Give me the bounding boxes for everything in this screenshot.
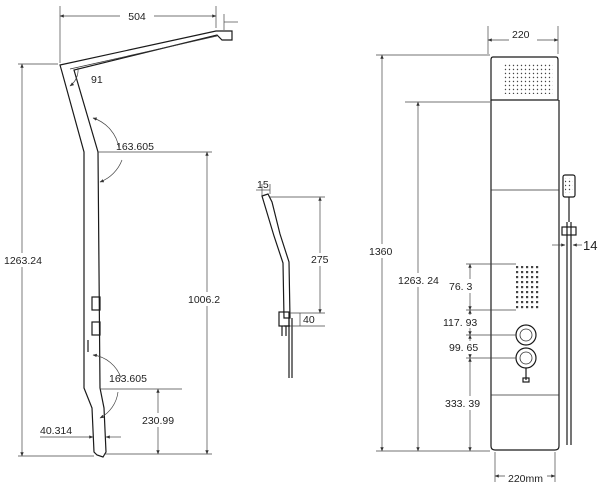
side-knob-lower — [91, 321, 101, 336]
front-jets-height-label: 76. 3 — [449, 281, 473, 293]
side-bottom-offset-label: 230.99 — [142, 415, 174, 427]
front-knob-upper — [515, 324, 537, 346]
side-upper-bend-label: 163.605 — [116, 141, 154, 153]
hand-length-label: 275 — [311, 254, 329, 266]
angle-arc-upper-2 — [99, 159, 123, 183]
front-view: 220 — [367, 26, 597, 485]
front-knob-lower — [515, 347, 537, 369]
side-lower-bend-label: 163.605 — [109, 373, 147, 385]
front-shower-head — [490, 56, 559, 101]
hand-holder-height-label: 40 — [303, 314, 315, 326]
hand-shower-view: 15 275 40 — [256, 179, 330, 378]
angle-arc-lower-2 — [99, 391, 119, 419]
side-total-height-label: 1263.24 — [4, 255, 42, 267]
front-jet-to-knob-label: 117. 93 — [443, 317, 477, 329]
side-bottom-width-label: 40.314 — [40, 425, 72, 437]
side-panel-outline — [59, 30, 233, 458]
side-top-width-label: 504 — [128, 11, 146, 23]
angle-arc-lower — [92, 353, 122, 379]
side-lower-height-label: 1006.2 — [188, 294, 220, 306]
front-knob-spacing-label: 99. 65 — [449, 342, 478, 354]
body-jets — [516, 264, 540, 310]
hand-top-width-label: 15 — [257, 179, 269, 191]
hand-shower-nozzles — [565, 178, 573, 193]
side-view: 504 91 1263.24 163.605 1006.2 163.605 23… — [3, 6, 238, 458]
arm-inner-line — [69, 35, 218, 70]
spout-tip — [522, 377, 530, 383]
front-body-height-label: 1263. 24 — [398, 275, 439, 287]
front-top-width-label: 220 — [512, 29, 530, 41]
front-total-height-label: 1360 — [369, 246, 393, 258]
hand-shower-outline — [261, 193, 291, 319]
slide-holder — [561, 226, 577, 236]
front-panel-body — [490, 100, 560, 451]
angle-arc-91 — [69, 67, 79, 87]
front-knob-upper-inner — [519, 328, 533, 342]
rain-nozzles — [503, 64, 553, 94]
front-bottom-width-label: 220mm — [508, 473, 543, 485]
front-side-offset-label: 14 — [583, 238, 597, 253]
front-bottom-section-label: 333. 39 — [445, 398, 480, 410]
front-knob-lower-inner — [519, 351, 533, 365]
angle-arc-upper — [92, 117, 120, 149]
side-top-angle-label: 91 — [91, 74, 103, 86]
side-knob-upper — [91, 296, 101, 311]
